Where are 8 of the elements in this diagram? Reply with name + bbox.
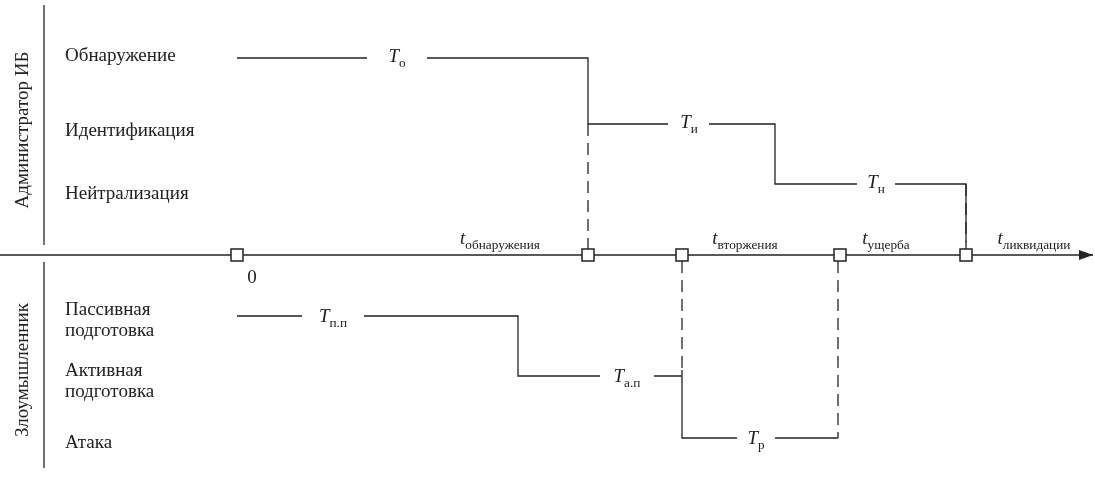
row-label: Обнаружение (65, 44, 176, 66)
side-label: Злоумышленник (11, 303, 33, 437)
side-label: Администратор ИБ (11, 51, 33, 209)
row-label: Нейтрализация (65, 182, 189, 204)
row-label: Активная подготовка (65, 360, 156, 402)
row-label: Атака (65, 431, 113, 453)
row-label: Пассивная подготовка (65, 299, 156, 341)
row-label: Идентификация (65, 119, 195, 141)
